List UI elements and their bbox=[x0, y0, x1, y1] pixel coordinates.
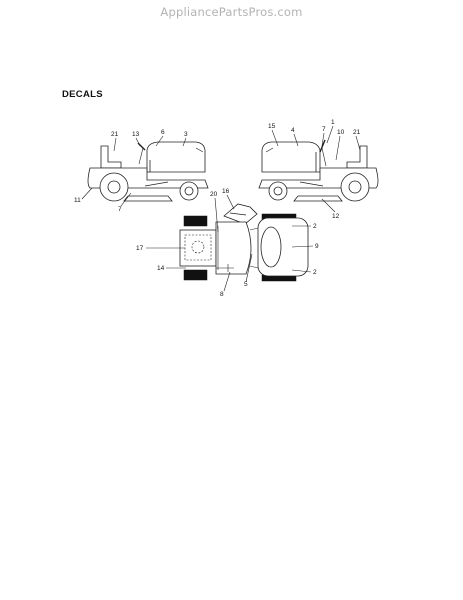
label-6-left: 6 bbox=[161, 129, 165, 136]
label-2-top-upper: 2 bbox=[313, 223, 317, 230]
label-13-left: 13 bbox=[132, 131, 140, 138]
label-17-top: 17 bbox=[136, 245, 144, 252]
label-11-left: 11 bbox=[74, 197, 81, 204]
label-3-left: 3 bbox=[184, 131, 188, 138]
label-7-right: 7 bbox=[322, 126, 326, 133]
label-2-top-lower: 2 bbox=[313, 269, 317, 276]
label-8-top: 8 bbox=[220, 291, 224, 298]
label-5-top: 5 bbox=[244, 281, 248, 288]
label-20-top: 20 bbox=[210, 191, 218, 198]
label-14-top: 14 bbox=[157, 265, 165, 272]
watermark: AppliancePartsPros.com bbox=[160, 5, 303, 19]
label-16-top: 16 bbox=[222, 188, 230, 195]
label-7-left: 7 bbox=[118, 206, 122, 213]
label-1-right: 1 bbox=[331, 119, 335, 126]
label-9-top: 9 bbox=[315, 243, 319, 250]
tractor-top-view bbox=[179, 203, 309, 282]
label-21-right: 21 bbox=[353, 129, 361, 136]
section-title: DECALS bbox=[62, 89, 103, 100]
label-12-right: 12 bbox=[332, 213, 340, 220]
label-4-right: 4 bbox=[291, 127, 295, 134]
tractor-left-view bbox=[87, 141, 209, 202]
label-21-left: 21 bbox=[111, 131, 119, 138]
label-10-right: 10 bbox=[337, 129, 345, 136]
tractor-right-view bbox=[258, 139, 379, 202]
label-15-right: 15 bbox=[268, 123, 276, 130]
